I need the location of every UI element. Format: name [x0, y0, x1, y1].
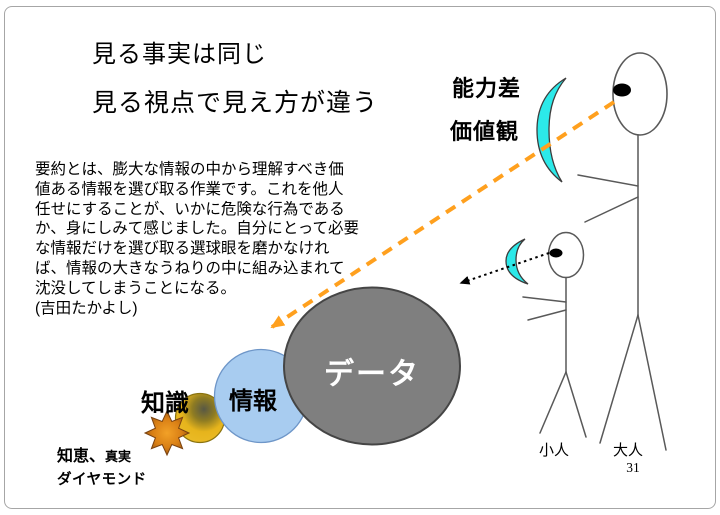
label-truth: 真実 — [105, 449, 132, 464]
label-values: 価値観 — [450, 119, 520, 144]
adult-eye-icon — [613, 83, 631, 97]
label-wisdom-truth: 知恵、真実 — [57, 442, 131, 466]
slide-title-line2: 見る視点で見え方が違う — [92, 89, 379, 117]
label-adult: 大人 — [613, 442, 644, 459]
label-ability-gap: 能力差 — [452, 76, 522, 101]
label-wisdom: 知恵、 — [57, 448, 106, 465]
label-diamond: ダイヤモンド — [57, 472, 147, 488]
child-stick-figure — [522, 231, 587, 438]
body-paragraph: 要約とは、膨大な情報の中から理解すべき価 値ある情報を選び取る作業です。これを他… — [35, 161, 359, 317]
small-lens-icon — [505, 238, 529, 285]
large-lens-icon — [536, 77, 567, 183]
label-data: データ — [324, 358, 420, 391]
slide-title-line1: 見る事実は同じ — [92, 41, 267, 68]
label-small-person: 小人 — [539, 442, 570, 459]
label-knowledge: 知識 — [141, 390, 189, 417]
child-eye-icon — [549, 248, 563, 258]
star-icon — [143, 409, 191, 457]
data-circle — [283, 286, 461, 446]
adult-stick-figure — [577, 52, 668, 451]
page-number: 31 — [626, 460, 640, 475]
label-information: 情報 — [229, 388, 277, 415]
black-dotted-arrow — [459, 252, 550, 285]
